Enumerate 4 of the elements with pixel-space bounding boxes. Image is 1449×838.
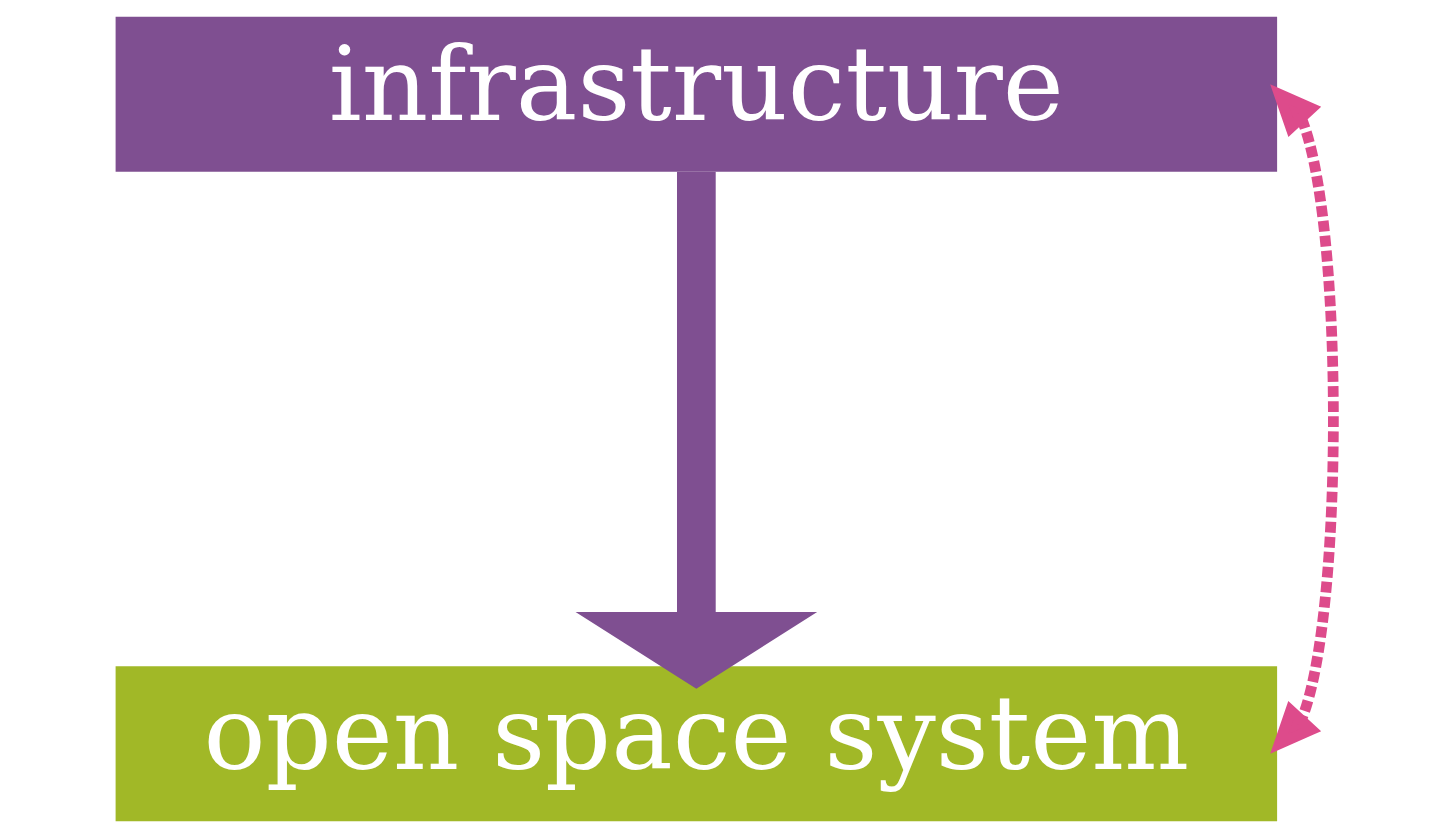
node-box: infrastructure: [115, 16, 1278, 172]
node-box: open space system: [115, 666, 1278, 822]
arrow: [1270, 84, 1339, 754]
arrow: [575, 171, 818, 689]
